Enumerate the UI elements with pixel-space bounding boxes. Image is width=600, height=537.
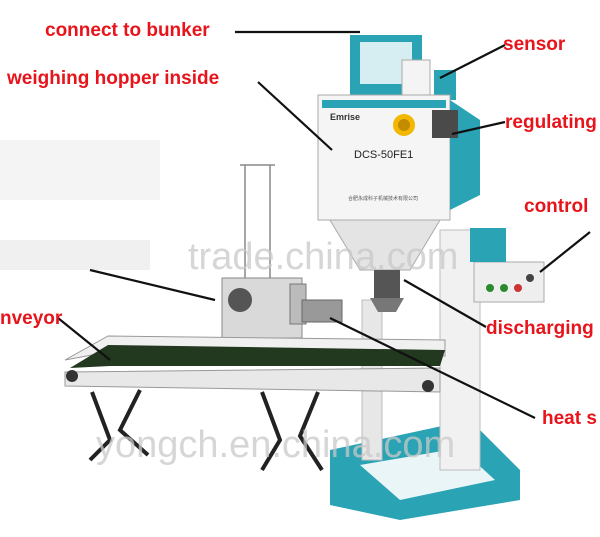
- leader-line: [89, 268, 216, 302]
- bg-panel: [0, 240, 150, 270]
- indicator-light-icon: [514, 284, 522, 292]
- leader-line: [451, 120, 506, 136]
- cabinet-strip: [322, 100, 446, 108]
- label-weighing-hopper-inside: weighing hopper inside: [7, 68, 220, 89]
- discharge-gate: [374, 270, 400, 298]
- label-connect-to-bunker: connect to bunker: [45, 20, 210, 41]
- conveyor-side: [64, 367, 441, 393]
- leader-line: [539, 231, 591, 273]
- indicator-light-icon: [526, 274, 534, 282]
- indicator-light-icon: [500, 284, 508, 292]
- sensor-housing: [434, 70, 456, 100]
- conveyor-leg: [88, 391, 113, 462]
- bg-panel: [0, 140, 160, 200]
- motor-block: [301, 299, 343, 323]
- control-bracket: [470, 228, 506, 262]
- conveyor-belt: [70, 345, 445, 368]
- conveyor-leg: [297, 391, 324, 472]
- lower-hopper: [329, 219, 441, 271]
- leader-line: [257, 81, 333, 151]
- label-sensor: sensor: [503, 34, 566, 55]
- conveyor-leg: [260, 391, 283, 472]
- label-control: control: [524, 196, 589, 217]
- label-conveyor: nveyor: [0, 308, 63, 329]
- indicator-light-icon: [486, 284, 494, 292]
- leader-line: [403, 279, 487, 328]
- label-regulating: regulating: [505, 112, 597, 133]
- label-heat-seal: heat s: [542, 408, 597, 429]
- brand-text: Emrise: [330, 112, 360, 122]
- leader-line: [329, 317, 536, 419]
- watermark-bottom: yongch.en.china.com: [96, 424, 456, 466]
- conveyor-roller: [422, 380, 434, 392]
- conveyor-leg: [117, 389, 150, 457]
- connector-flap: [401, 59, 431, 96]
- watermark-center: trade.china.com: [188, 236, 459, 278]
- conveyor-roller: [66, 370, 78, 382]
- emblem-inner: [398, 119, 410, 131]
- control-box: [473, 261, 545, 303]
- label-discharging: discharging: [486, 318, 594, 339]
- discharge-spout: [370, 298, 404, 312]
- maker-text: 合肥永成科子机械技术有限公司: [348, 195, 418, 202]
- camera-lens-icon: [228, 288, 252, 312]
- model-text: DCS-50FE1: [354, 149, 413, 161]
- leader-line: [439, 44, 506, 79]
- hopper-cabinet: [317, 94, 451, 221]
- leader-line: [57, 317, 111, 361]
